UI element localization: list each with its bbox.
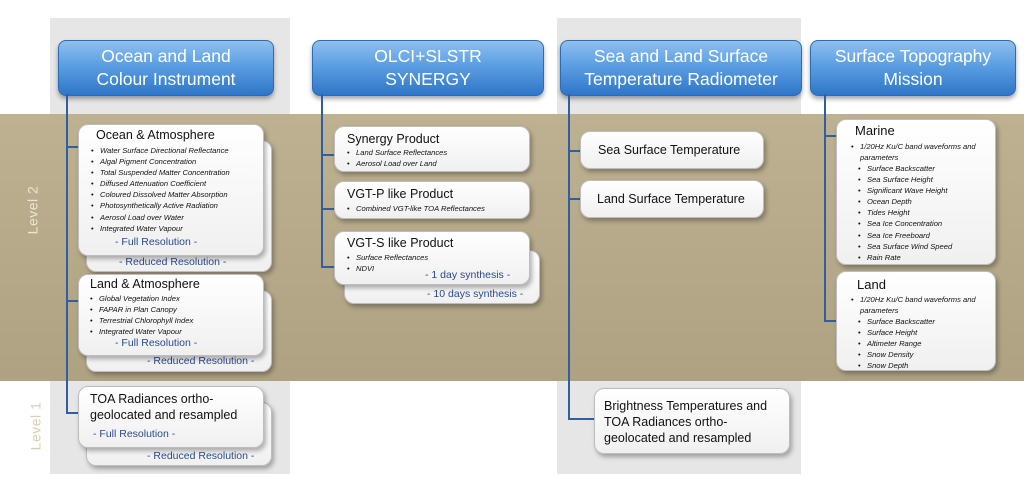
list-item: Sea Surface Wind Speed	[851, 241, 952, 252]
synergy-product-card: Synergy Product Land Surface Reflectance…	[334, 126, 530, 172]
stm-land-card: Land 1/20Hz Ku/C band waveforms and para…	[836, 271, 996, 372]
olci-land-list: Global Vegetation Index FAPAR in Plan Ca…	[90, 293, 193, 337]
olci-ocean-list: Water Surface Directional Reflectance Al…	[91, 145, 230, 234]
list-item: Ocean Depth	[851, 196, 952, 207]
olci-land-reduced-label: - Reduced Resolution -	[147, 355, 255, 367]
slstr-connector	[568, 94, 570, 420]
vgtp-card: VGT-P like Product Combined VGT-like TOA…	[334, 181, 530, 219]
olci-ocean-title: Ocean & Atmosphere	[96, 128, 215, 142]
level2-label: Level 2	[24, 185, 41, 235]
stm-marine-card: Marine 1/20Hz Ku/C band waveforms and pa…	[836, 119, 996, 265]
stm-land-list: Surface Backscatter Surface Height Altim…	[851, 316, 935, 372]
olci-ocean-reduced-label: - Reduced Resolution -	[119, 256, 227, 268]
sst-title: Sea Surface Temperature	[598, 143, 741, 157]
olci-land-card: Land & Atmosphere Global Vegetation Inde…	[78, 274, 264, 356]
olci-toa-card: TOA Radiances ortho-geolocated and resam…	[78, 386, 264, 448]
list-item: FAPAR in Plan Canopy	[90, 304, 193, 315]
list-item: Sea Ice Freeboard	[851, 230, 952, 241]
vgts-1day-label: - 1 day synthesis -	[425, 269, 511, 281]
list-item: Aerosol Load over Water	[91, 212, 230, 223]
list-item: Aerosol Load over Land	[347, 158, 447, 169]
stm-land-lead: 1/20Hz Ku/C band waveforms and parameter…	[851, 294, 991, 316]
lst-card: Land Surface Temperature	[580, 180, 764, 218]
list-item: Tides Height	[851, 207, 952, 218]
olci-toa-reduced-label: - Reduced Resolution -	[147, 450, 255, 462]
list-item: Total Suspended Matter Concentration	[91, 167, 230, 178]
vgts-10day-label: - 10 days synthesis -	[427, 288, 524, 300]
olci-connector	[66, 94, 68, 414]
list-item: Algal Pigment Concentration	[91, 156, 230, 167]
list-item: Global Vegetation Index	[90, 293, 193, 304]
vgts-card: VGT-S like Product Surface Reflectances …	[334, 231, 530, 285]
list-item: Rain Rate	[851, 252, 952, 263]
vgts-list: Surface Reflectances NDVI	[347, 252, 428, 274]
olci-toa-title: TOA Radiances ortho-geolocated and resam…	[90, 392, 238, 422]
list-item: Surface Reflectances	[347, 252, 428, 263]
list-item: Snow Depth	[851, 360, 935, 371]
vgts-title: VGT-S like Product	[347, 236, 454, 250]
stm-marine-title: Marine	[855, 123, 895, 138]
olci-ocean-full-label: - Full Resolution -	[115, 236, 198, 248]
vgtp-title: VGT-P like Product	[347, 187, 454, 201]
list-item: Diffused Attenuation Coefficient	[91, 178, 230, 189]
list-item: Sea Ice Concentration	[851, 218, 952, 229]
synergy-connector	[321, 94, 323, 268]
list-item: Significant Wave Height	[851, 185, 952, 196]
stm-marine-lead: 1/20Hz Ku/C band waveforms and parameter…	[851, 141, 991, 163]
list-item: Altimeter Range	[851, 338, 935, 349]
stm-marine-list: Surface Backscatter Sea Surface Height S…	[851, 163, 952, 263]
list-item: 1/20Hz Ku/C band waveforms and parameter…	[851, 294, 991, 316]
list-item: 1/20Hz Ku/C band waveforms and parameter…	[851, 141, 991, 163]
list-item: Integrated Water Vapour	[91, 223, 230, 234]
olci-land-title: Land & Atmosphere	[90, 277, 200, 291]
list-item: Coloured Dissolved Matter Absorption	[91, 189, 230, 200]
list-item: Sea Surface Height	[851, 174, 952, 185]
lst-title: Land Surface Temperature	[597, 192, 745, 206]
synergy-product-list: Land Surface Reflectances Aerosol Load o…	[347, 147, 447, 169]
list-item: Combined VGT-like TOA Reflectances	[347, 203, 485, 214]
stm-connector	[824, 94, 826, 322]
olci-land-full-label: - Full Resolution -	[115, 337, 198, 349]
list-item: Water Surface Directional Reflectance	[91, 145, 230, 156]
list-item: NDVI	[347, 263, 428, 274]
list-item: Surface Backscatter	[851, 163, 952, 174]
list-item: Terrestrial Chlorophyll Index	[90, 315, 193, 326]
list-item: Surface Height	[851, 327, 935, 338]
synergy-product-title: Synergy Product	[347, 132, 440, 146]
olci-ocean-card: Ocean & Atmosphere Water Surface Directi…	[78, 124, 264, 256]
list-item: Land Surface Reflectances	[347, 147, 447, 158]
stm-land-title: Land	[857, 277, 886, 292]
list-item: Snow Density	[851, 349, 935, 360]
list-item: Photosynthetically Active Radiation	[91, 200, 230, 211]
vgtp-list: Combined VGT-like TOA Reflectances	[347, 203, 485, 214]
list-item: Surface Backscatter	[851, 316, 935, 327]
list-item: Integrated Water Vapour	[90, 326, 193, 337]
level1-label: Level 1	[27, 401, 44, 451]
olci-toa-full-label: - Full Resolution -	[93, 428, 176, 440]
sst-card: Sea Surface Temperature	[580, 131, 764, 169]
